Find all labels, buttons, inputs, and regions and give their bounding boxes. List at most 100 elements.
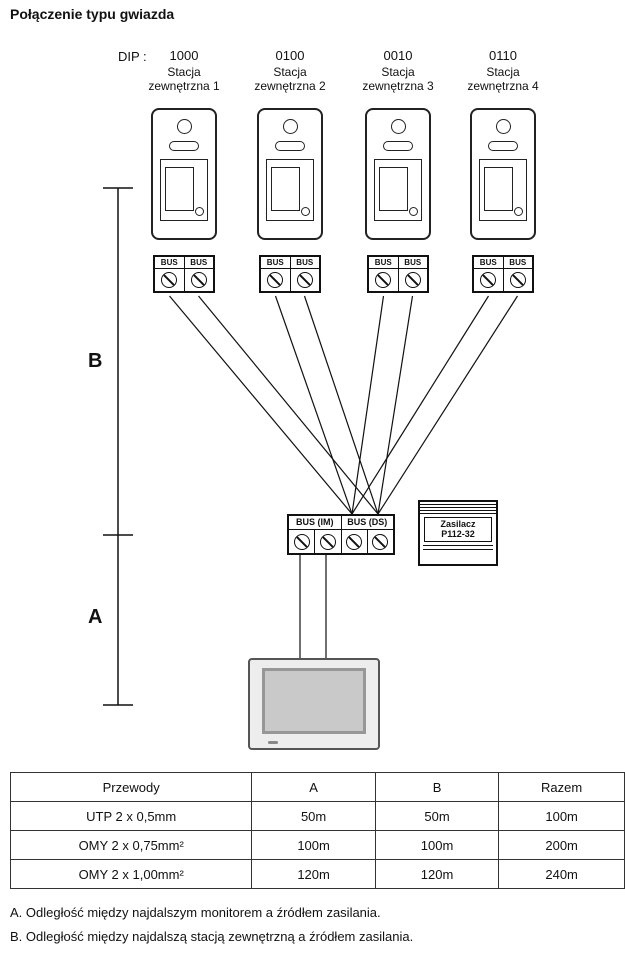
table-cell: 50m	[251, 801, 376, 831]
table-cell: UTP 2 x 0,5mm	[9, 801, 253, 831]
monitor-button	[268, 741, 278, 744]
station-column-3: 0010 Stacja zewnętrzna 3 BUS BUS	[343, 48, 453, 293]
bus-label: BUS	[190, 258, 208, 267]
screw-terminal-icon	[161, 272, 178, 288]
bus-label: BUS	[474, 257, 504, 268]
hub-terminal-block: BUS (IM) BUS (DS)	[287, 514, 395, 555]
bus-label: BUS	[261, 257, 291, 268]
camera-window	[379, 167, 408, 211]
dip-code: 0100	[275, 48, 305, 63]
screw-terminal-icon	[296, 272, 313, 288]
station-column-1: 1000 Stacja zewnętrzna 1 BUS BUS	[129, 48, 239, 293]
screw-terminal-icon	[267, 272, 284, 288]
footnote-a: A. Odległość między najdalszym monitorem…	[10, 905, 381, 920]
table-cell: 100m	[251, 830, 376, 860]
table-cell: 50m	[374, 801, 500, 831]
station-label: Stacja zewnętrzna 1	[148, 65, 220, 94]
screw-terminal-icon	[319, 533, 336, 550]
camera-panel	[266, 159, 314, 221]
screw-terminal-icon	[190, 272, 207, 288]
screw-terminal-icon	[509, 272, 526, 288]
name-slot	[488, 141, 518, 151]
name-slot	[275, 141, 305, 151]
bus-wires	[169, 295, 519, 658]
page-title: Połączenie typu gwiazda	[10, 6, 175, 22]
name-slot	[169, 141, 199, 151]
table-row: UTP 2 x 0,5mm 50m 50m 100m	[9, 801, 625, 831]
door-station-drawing	[470, 108, 536, 240]
camera-panel	[160, 159, 208, 221]
table-header-przewody: Przewody	[9, 772, 253, 802]
door-station-drawing	[257, 108, 323, 240]
speaker-hole-icon	[282, 119, 298, 134]
table-header-b: B	[374, 772, 500, 802]
camera-panel	[479, 159, 527, 221]
table-cell: 100m	[498, 801, 625, 831]
table-cell: 120m	[374, 859, 500, 889]
table-row: OMY 2 x 0,75mm² 100m 100m 200m	[9, 830, 625, 860]
psu-line	[423, 548, 493, 550]
table-cell: 200m	[498, 830, 625, 860]
bus-label: BUS	[369, 257, 399, 268]
door-station-drawing	[365, 108, 431, 240]
station-column-4: 0110 Stacja zewnętrzna 4 BUS BUS	[448, 48, 558, 293]
camera-panel	[374, 159, 422, 221]
table-header-row: Przewody A B Razem	[9, 772, 625, 802]
monitor-drawing	[248, 658, 380, 750]
bus-label: BUS	[155, 257, 185, 268]
call-button-icon	[195, 207, 204, 216]
call-button-icon	[514, 207, 523, 216]
camera-window	[271, 167, 300, 211]
screw-terminal-icon	[480, 272, 497, 288]
speaker-hole-icon	[390, 119, 406, 134]
screw-terminal-icon	[293, 533, 310, 550]
dip-code: 1000	[169, 48, 199, 63]
monitor-screen	[262, 668, 366, 734]
monitor-base	[257, 748, 367, 750]
hub-label-im: BUS (IM)	[289, 516, 342, 529]
speaker-hole-icon	[495, 119, 511, 134]
call-button-icon	[301, 207, 310, 216]
terminal-block: BUS BUS	[153, 255, 215, 293]
distance-marker-b: B	[88, 350, 103, 372]
table-cell: 240m	[498, 859, 625, 889]
camera-window	[165, 167, 194, 211]
table-row: OMY 2 x 1,00mm² 120m 120m 240m	[9, 859, 625, 889]
screw-terminal-icon	[346, 533, 363, 550]
station-label: Stacja zewnętrzna 3	[362, 65, 434, 94]
distance-marker-a: A	[88, 606, 103, 628]
power-supply-label: Zasilacz P112-32	[424, 517, 492, 542]
screw-terminal-icon	[404, 272, 421, 288]
hub-label-ds: BUS (DS)	[347, 517, 388, 527]
power-supply-unit: Zasilacz P112-32	[418, 500, 498, 566]
terminal-block: BUS BUS	[472, 255, 534, 293]
name-slot	[383, 141, 413, 151]
speaker-hole-icon	[176, 119, 192, 134]
dip-code: 0110	[489, 48, 517, 63]
screw-terminal-icon	[372, 533, 389, 550]
station-column-2: 0100 Stacja zewnętrzna 2 BUS BUS	[235, 48, 345, 293]
table-header-razem: Razem	[498, 772, 625, 802]
terminal-block: BUS BUS	[259, 255, 321, 293]
table-cell: OMY 2 x 0,75mm²	[9, 830, 253, 860]
heatsink-fins	[420, 502, 496, 514]
call-button-icon	[409, 207, 418, 216]
bus-label: BUS	[509, 258, 527, 267]
table-cell: 100m	[374, 830, 500, 860]
door-station-drawing	[151, 108, 217, 240]
dip-prefix-label: DIP :	[118, 49, 147, 64]
bus-label: BUS	[404, 258, 422, 267]
station-label: Stacja zewnętrzna 4	[467, 65, 539, 94]
cable-table: Przewody A B Razem UTP 2 x 0,5mm 50m 50m…	[9, 772, 625, 889]
table-cell: OMY 2 x 1,00mm²	[9, 859, 253, 889]
footnote-b: B. Odległość między najdalszą stacją zew…	[10, 929, 414, 944]
table-cell: 120m	[251, 859, 376, 889]
camera-window	[484, 167, 513, 211]
dip-code: 0010	[383, 48, 413, 63]
terminal-block: BUS BUS	[367, 255, 429, 293]
table-header-a: A	[251, 772, 376, 802]
screw-terminal-icon	[375, 272, 392, 288]
bus-label: BUS	[296, 258, 314, 267]
station-label: Stacja zewnętrzna 2	[254, 65, 326, 94]
